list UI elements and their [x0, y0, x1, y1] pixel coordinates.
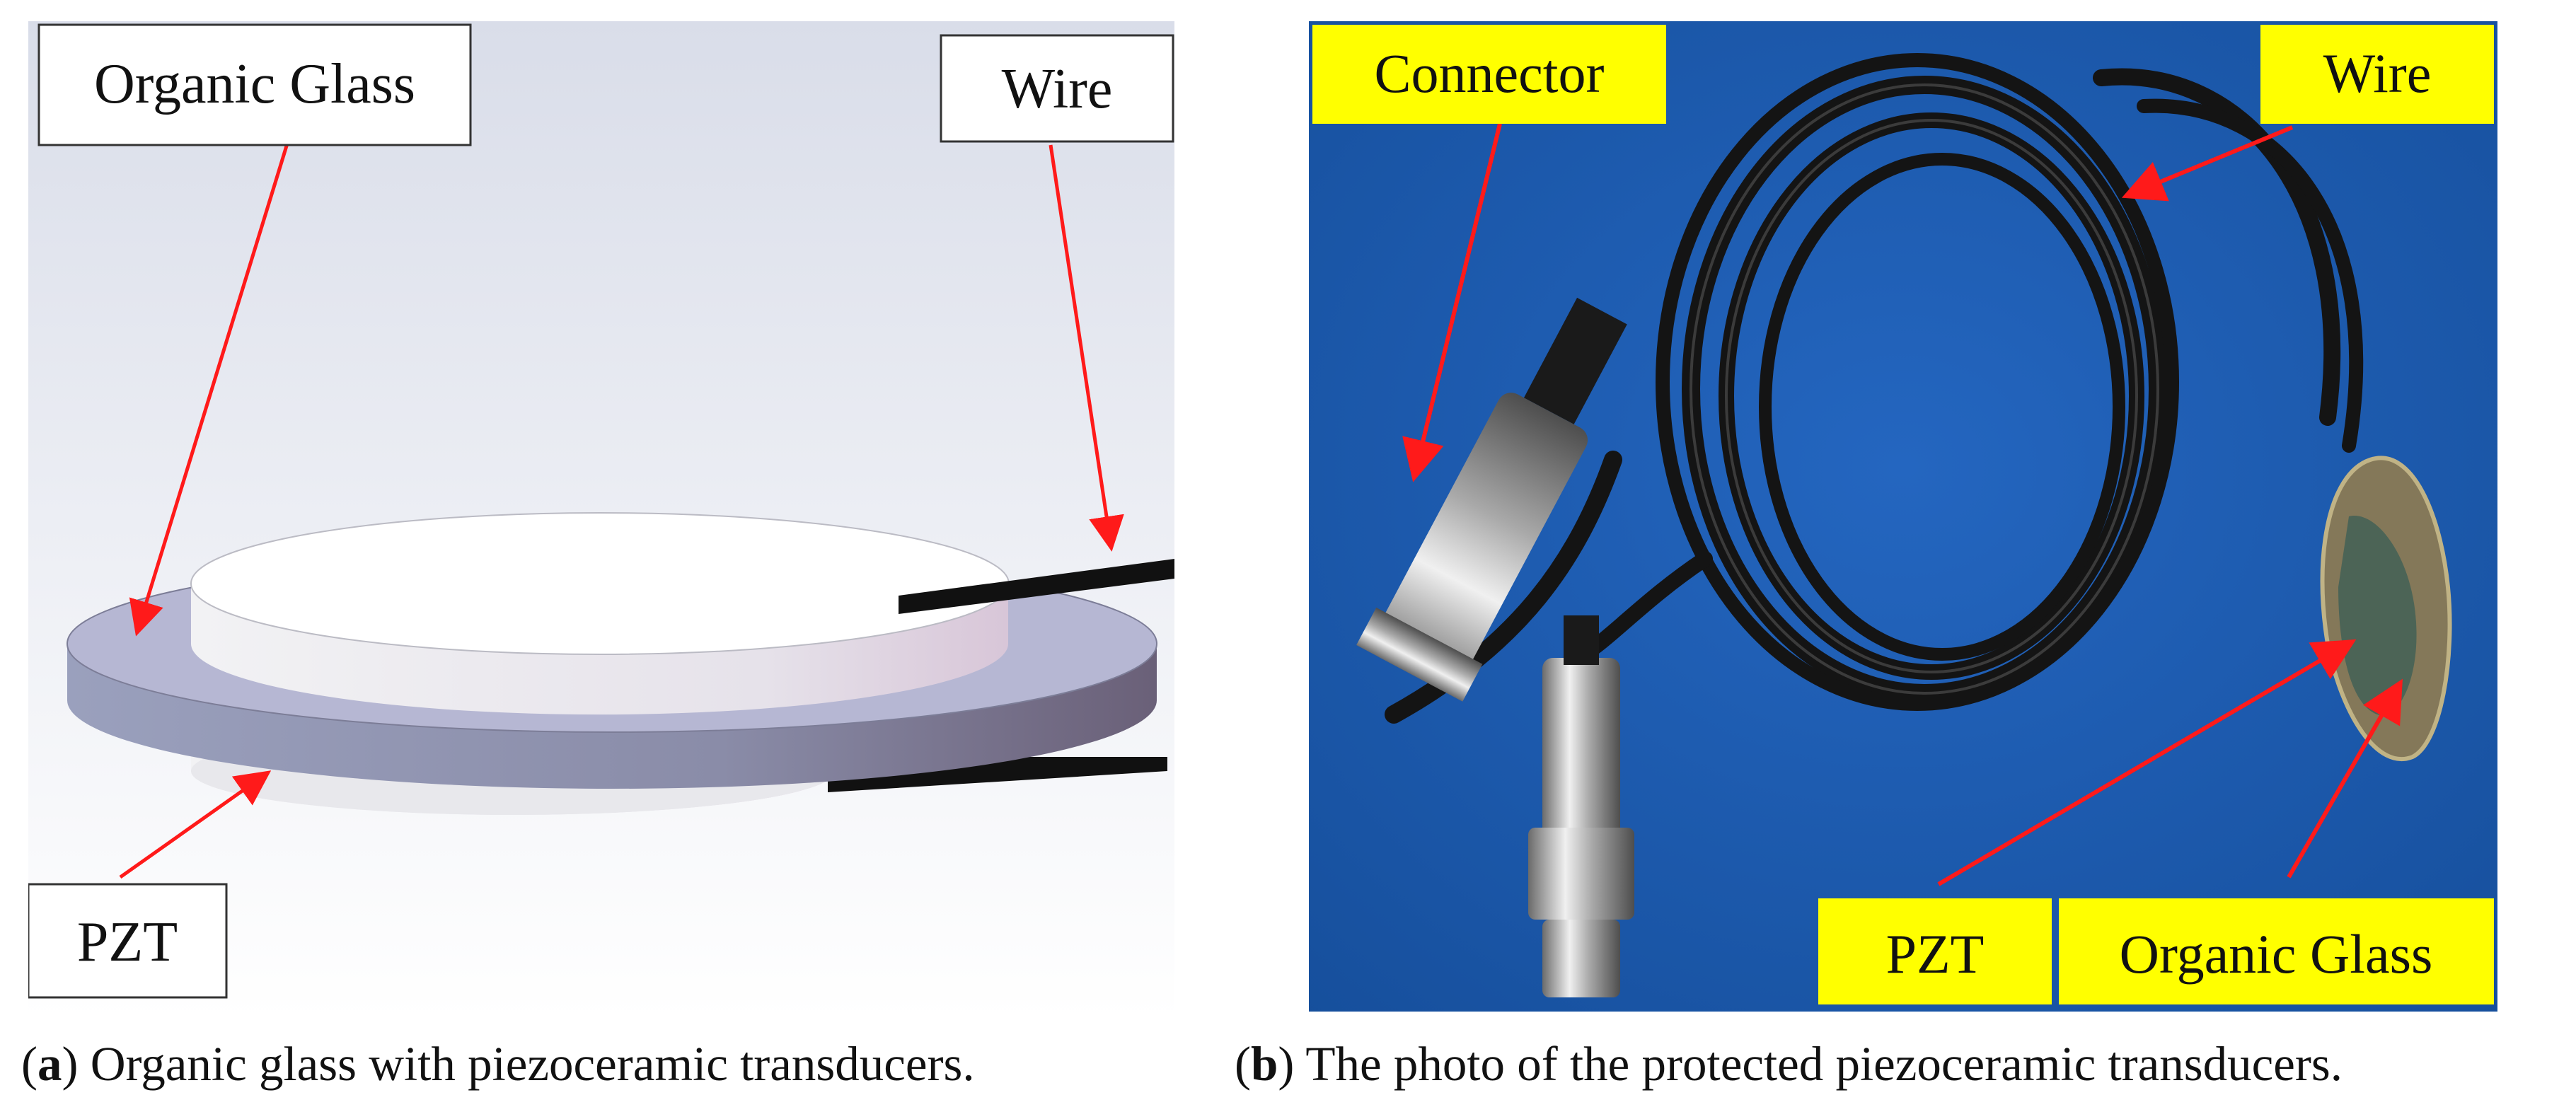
- arrow-wire-photo: [2121, 125, 2294, 202]
- caption-b-letter: b: [1250, 1037, 1278, 1091]
- label-pzt-photo: PZT: [1818, 898, 2052, 1004]
- svg-text:Wire: Wire: [1002, 58, 1113, 120]
- connector-bottom: [1528, 615, 1634, 997]
- caption-a: (a) Organic glass with piezoceramic tran…: [21, 1037, 975, 1091]
- arrow-wire: [1049, 144, 1124, 552]
- top-wire: [899, 559, 1174, 614]
- label-pzt: PZT: [28, 883, 228, 999]
- label-organic-glass: Organic Glass: [37, 23, 472, 146]
- svg-text:Organic Glass: Organic Glass: [94, 53, 415, 115]
- arrow-organic-glass: [129, 134, 292, 637]
- arrow-connector: [1402, 123, 1502, 482]
- svg-text:PZT: PZT: [1886, 923, 1985, 985]
- caption-a-letter: a: [37, 1037, 62, 1091]
- panel-b-photo: Connector Wire PZT Organic Glass: [1309, 21, 2497, 1012]
- top-pzt-disk: [190, 512, 1174, 715]
- label-connector: Connector: [1312, 25, 1666, 124]
- panel-a-svg: Organic Glass Wire PZT: [28, 21, 1174, 1019]
- svg-text:Organic Glass: Organic Glass: [2120, 923, 2433, 985]
- label-organic-glass-photo: Organic Glass: [2059, 898, 2494, 1004]
- panel-b-svg: Connector Wire PZT Organic Glass: [1309, 21, 2497, 1012]
- svg-text:PZT: PZT: [77, 911, 178, 973]
- arrow-pzt: [119, 770, 272, 879]
- arrow-organic-glass-photo: [2287, 678, 2403, 879]
- panel-a-diagram: Organic Glass Wire PZT: [28, 21, 1174, 1019]
- arrow-pzt-photo: [1937, 639, 2357, 886]
- connector-left: [1356, 297, 1627, 702]
- caption-a-text: Organic glass with piezoceramic transduc…: [90, 1037, 975, 1091]
- label-wire: Wire: [940, 34, 1174, 143]
- caption-b-text: The photo of the protected piezoceramic …: [1305, 1037, 2343, 1091]
- svg-text:Wire: Wire: [2323, 42, 2432, 104]
- label-wire-photo: Wire: [2260, 25, 2494, 124]
- caption-b: (b) The photo of the protected piezocera…: [1235, 1037, 2343, 1091]
- encapsulated-pzt-sensor: [2320, 456, 2452, 761]
- svg-text:Connector: Connector: [1375, 42, 1605, 104]
